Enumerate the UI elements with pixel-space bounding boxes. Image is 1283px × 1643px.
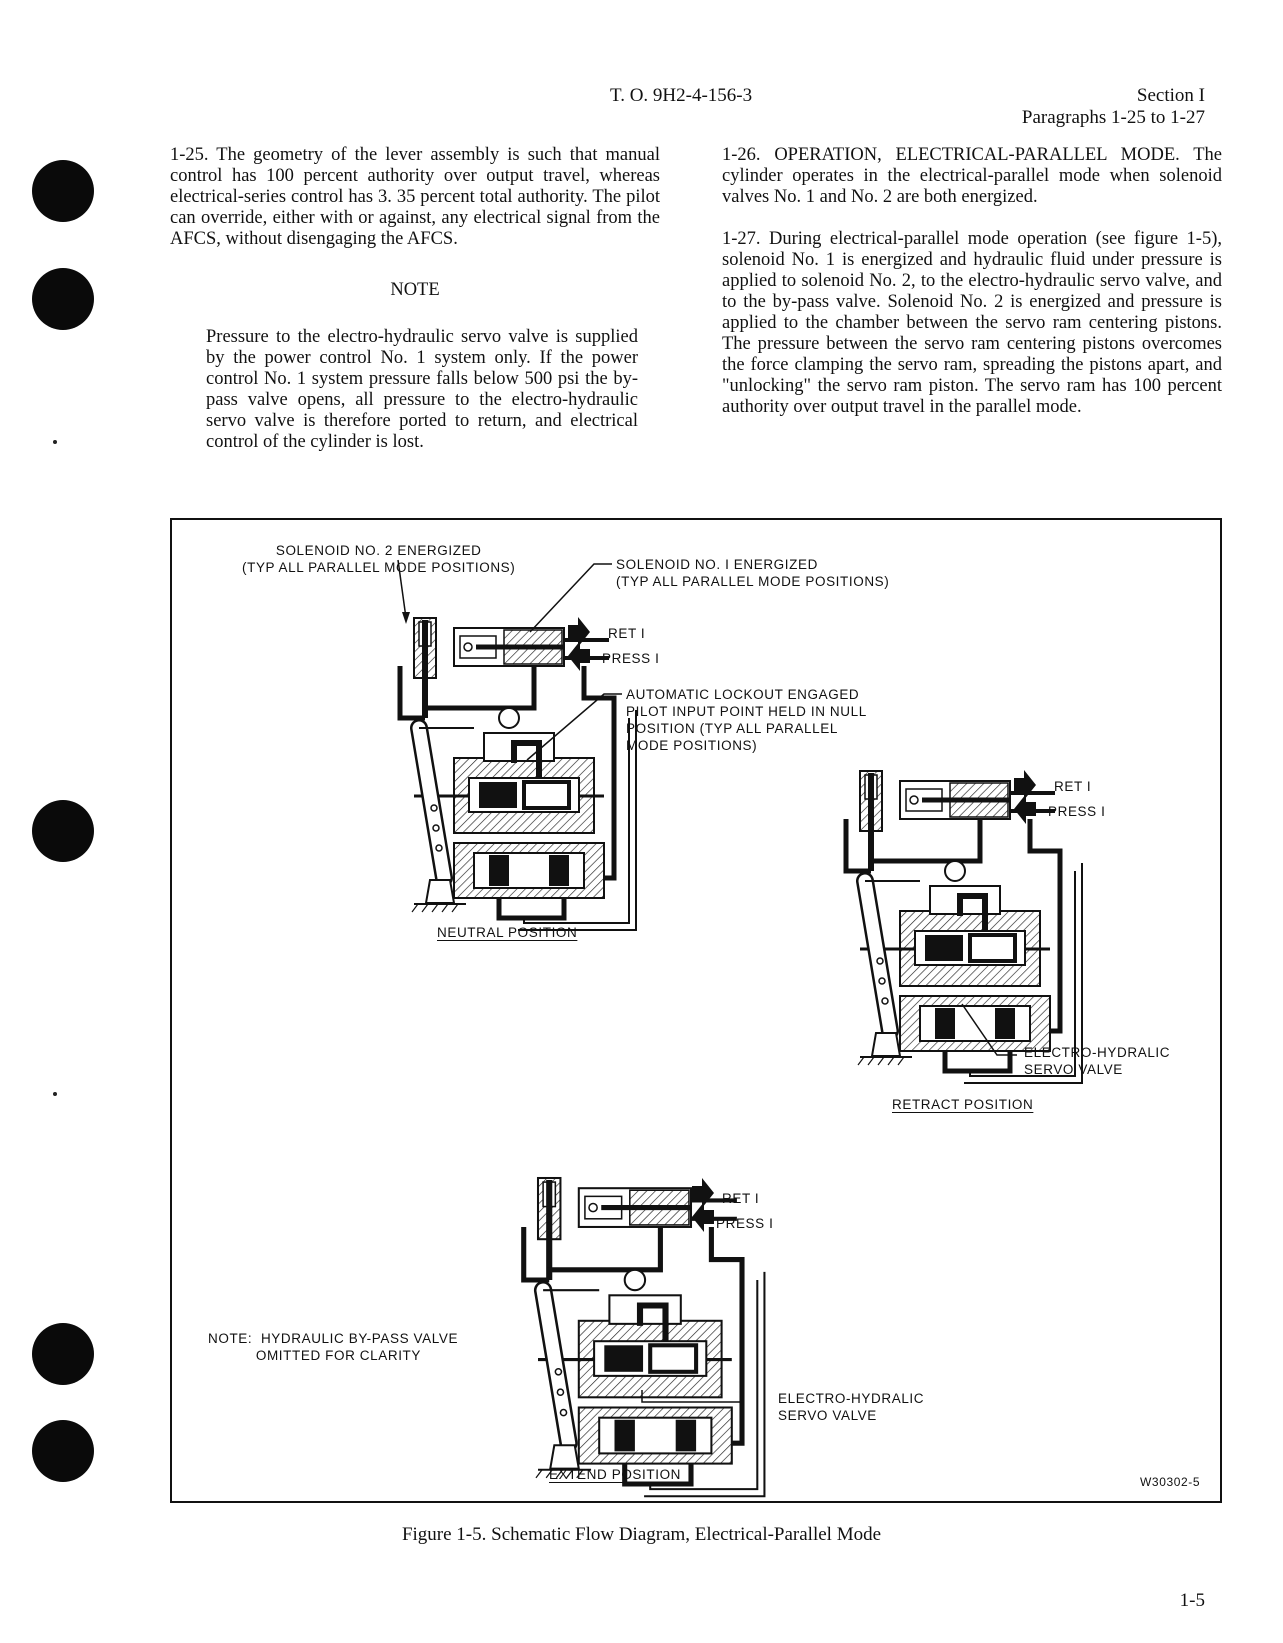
paragraph-1-25: 1-25. The geometry of the lever assembly… xyxy=(170,145,660,249)
note-body: Pressure to the electro-hydraulic servo … xyxy=(206,327,638,452)
binder-hole-1 xyxy=(32,160,94,222)
leader-servo-valve-extend xyxy=(641,1390,740,1403)
neutral-position-title: NEUTRAL POSITION xyxy=(437,925,578,940)
paragraph-1-26: 1-26. OPERATION, ELECTRICAL-PARALLEL MOD… xyxy=(722,145,1222,207)
paragraph-range: Paragraphs 1-25 to 1-27 xyxy=(1021,107,1205,128)
leader-lockout xyxy=(526,693,622,761)
binder-hole-4 xyxy=(32,1323,94,1385)
figure-frame: SOLENOID NO. 2 ENERGIZED (TYP ALL PARALL… xyxy=(170,518,1222,1503)
scan-speck xyxy=(53,1092,57,1096)
binder-hole-2 xyxy=(32,268,94,330)
binder-hole-5 xyxy=(32,1420,94,1482)
paragraph-1-27: 1-27. During electrical-parallel mode op… xyxy=(722,229,1222,417)
retract-position-assembly xyxy=(846,771,1082,1083)
note-title: NOTE xyxy=(390,280,440,300)
section-label: Section I xyxy=(1136,85,1205,106)
press-label: PRESS I xyxy=(1048,804,1106,819)
extend-position-title: EXTEND POSITION xyxy=(549,1467,682,1482)
bypass-note: NOTE: HYDRAULIC BY-PASS VALVE OMITTED FO… xyxy=(208,1331,459,1363)
left-column: 1-25. The geometry of the lever assembly… xyxy=(170,145,660,453)
retract-position-title: RETRACT POSITION xyxy=(892,1097,1034,1112)
ret-label: RET I xyxy=(1054,779,1092,794)
leader-servo-valve-retract xyxy=(961,1003,1017,1056)
neutral-position-assembly xyxy=(400,618,636,930)
servo-valve-label: ELECTRO-HYDRALIC SERVO VALVE xyxy=(1024,1045,1171,1077)
page-number: 1-5 xyxy=(1179,1590,1205,1611)
doc-number: T. O. 9H2-4-156-3 xyxy=(610,85,753,106)
leader-solenoid-2 xyxy=(397,559,407,619)
solenoid-2-label: SOLENOID NO. 2 ENERGIZED (TYP ALL PARALL… xyxy=(242,543,516,575)
schematic-drawing xyxy=(172,559,1220,1501)
press-label: PRESS I xyxy=(716,1216,774,1231)
flow-arrows xyxy=(1014,770,1036,824)
ret-label: RET I xyxy=(608,626,646,641)
servo-valve-label: ELECTRO-HYDRALIC SERVO VALVE xyxy=(778,1391,925,1423)
ret-label: RET I xyxy=(722,1191,760,1206)
lockout-label: AUTOMATIC LOCKOUT ENGAGED PILOT INPUT PO… xyxy=(626,687,867,753)
flow-arrows xyxy=(692,1178,714,1232)
scan-speck xyxy=(53,440,57,444)
drawing-number: W30302-5 xyxy=(1140,1475,1201,1489)
flow-arrows xyxy=(568,617,590,671)
right-column: 1-26. OPERATION, ELECTRICAL-PARALLEL MOD… xyxy=(722,145,1222,418)
figure-caption: Figure 1-5. Schematic Flow Diagram, Elec… xyxy=(401,1524,882,1545)
solenoid-1-label: SOLENOID NO. I ENERGIZED (TYP ALL PARALL… xyxy=(616,557,890,589)
leader-solenoid-1 xyxy=(529,563,612,633)
press-label: PRESS I xyxy=(602,651,660,666)
binder-hole-3 xyxy=(32,800,94,862)
